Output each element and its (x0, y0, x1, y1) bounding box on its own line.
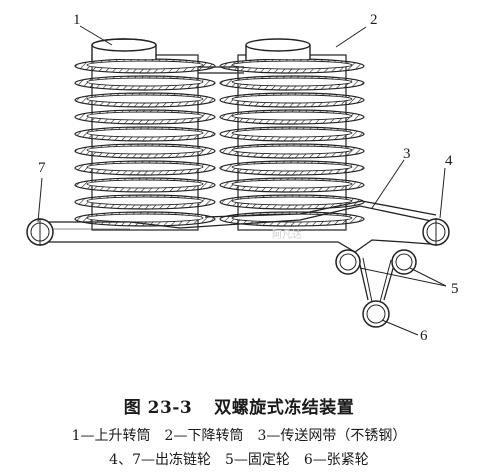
fixed-wheel-left (335, 249, 361, 275)
callout-5: 5 (451, 281, 459, 297)
descending-drum (219, 38, 365, 231)
fixed-wheel-right (391, 249, 417, 275)
callout-4: 4 (445, 153, 453, 169)
callout-2: 2 (370, 12, 378, 28)
spiral-tier-inner (86, 128, 204, 138)
spiral-tier-inner (231, 94, 353, 104)
spiral-tier-inner (86, 77, 204, 87)
watermark-text: 阿凡达 (272, 229, 302, 241)
spiral-tier-inner (231, 60, 353, 70)
figure-caption-title: 双螺旋式冻结装置 (214, 398, 355, 418)
spiral-tier-inner (231, 145, 353, 155)
conveyor-mesh-belt (36, 200, 437, 303)
callout-1: 1 (73, 12, 81, 28)
spiral-tier-inner (86, 196, 204, 206)
crossover-belt (198, 66, 244, 74)
figure-number: 图 23-3 (123, 398, 193, 418)
spiral-tier-inner (86, 145, 204, 155)
callout-6: 6 (420, 328, 428, 344)
callout-3: 3 (403, 146, 411, 162)
spiral-tier-inner (86, 60, 204, 70)
spiral-tier-inner (86, 213, 204, 223)
legend-line-2: 4、7—出冻链轮 5—固定轮 6—张紧轮 (109, 452, 369, 468)
spiral-tier-inner (231, 162, 353, 172)
spiral-tier-inner (231, 77, 353, 87)
spiral-tier-inner (86, 179, 204, 189)
legend-line-1: 1—上升转筒 2—下降转筒 3—传送网带（不锈钢） (71, 428, 407, 444)
tension-wheel (362, 300, 390, 328)
discharge-sprocket-right (422, 218, 450, 246)
ascending-drum (74, 38, 216, 231)
spiral-tier-inner (231, 128, 353, 138)
leader-lines (37, 25, 447, 336)
figure-title: 图 23-3 双螺旋式冻结装置 (0, 393, 478, 418)
spiral-tier-inner (86, 111, 204, 121)
spiral-tier-inner (86, 162, 204, 172)
double-spiral-freezer-diagram: 阿凡达 1 2 3 4 5 6 7 (26, 12, 459, 344)
discharge-sprocket-left (26, 218, 54, 246)
callout-7: 7 (38, 160, 46, 176)
spiral-tier-inner (231, 111, 353, 121)
spiral-tier-inner (231, 179, 353, 189)
spiral-tier-inner (86, 94, 204, 104)
spiral-tier-inner (231, 196, 353, 206)
